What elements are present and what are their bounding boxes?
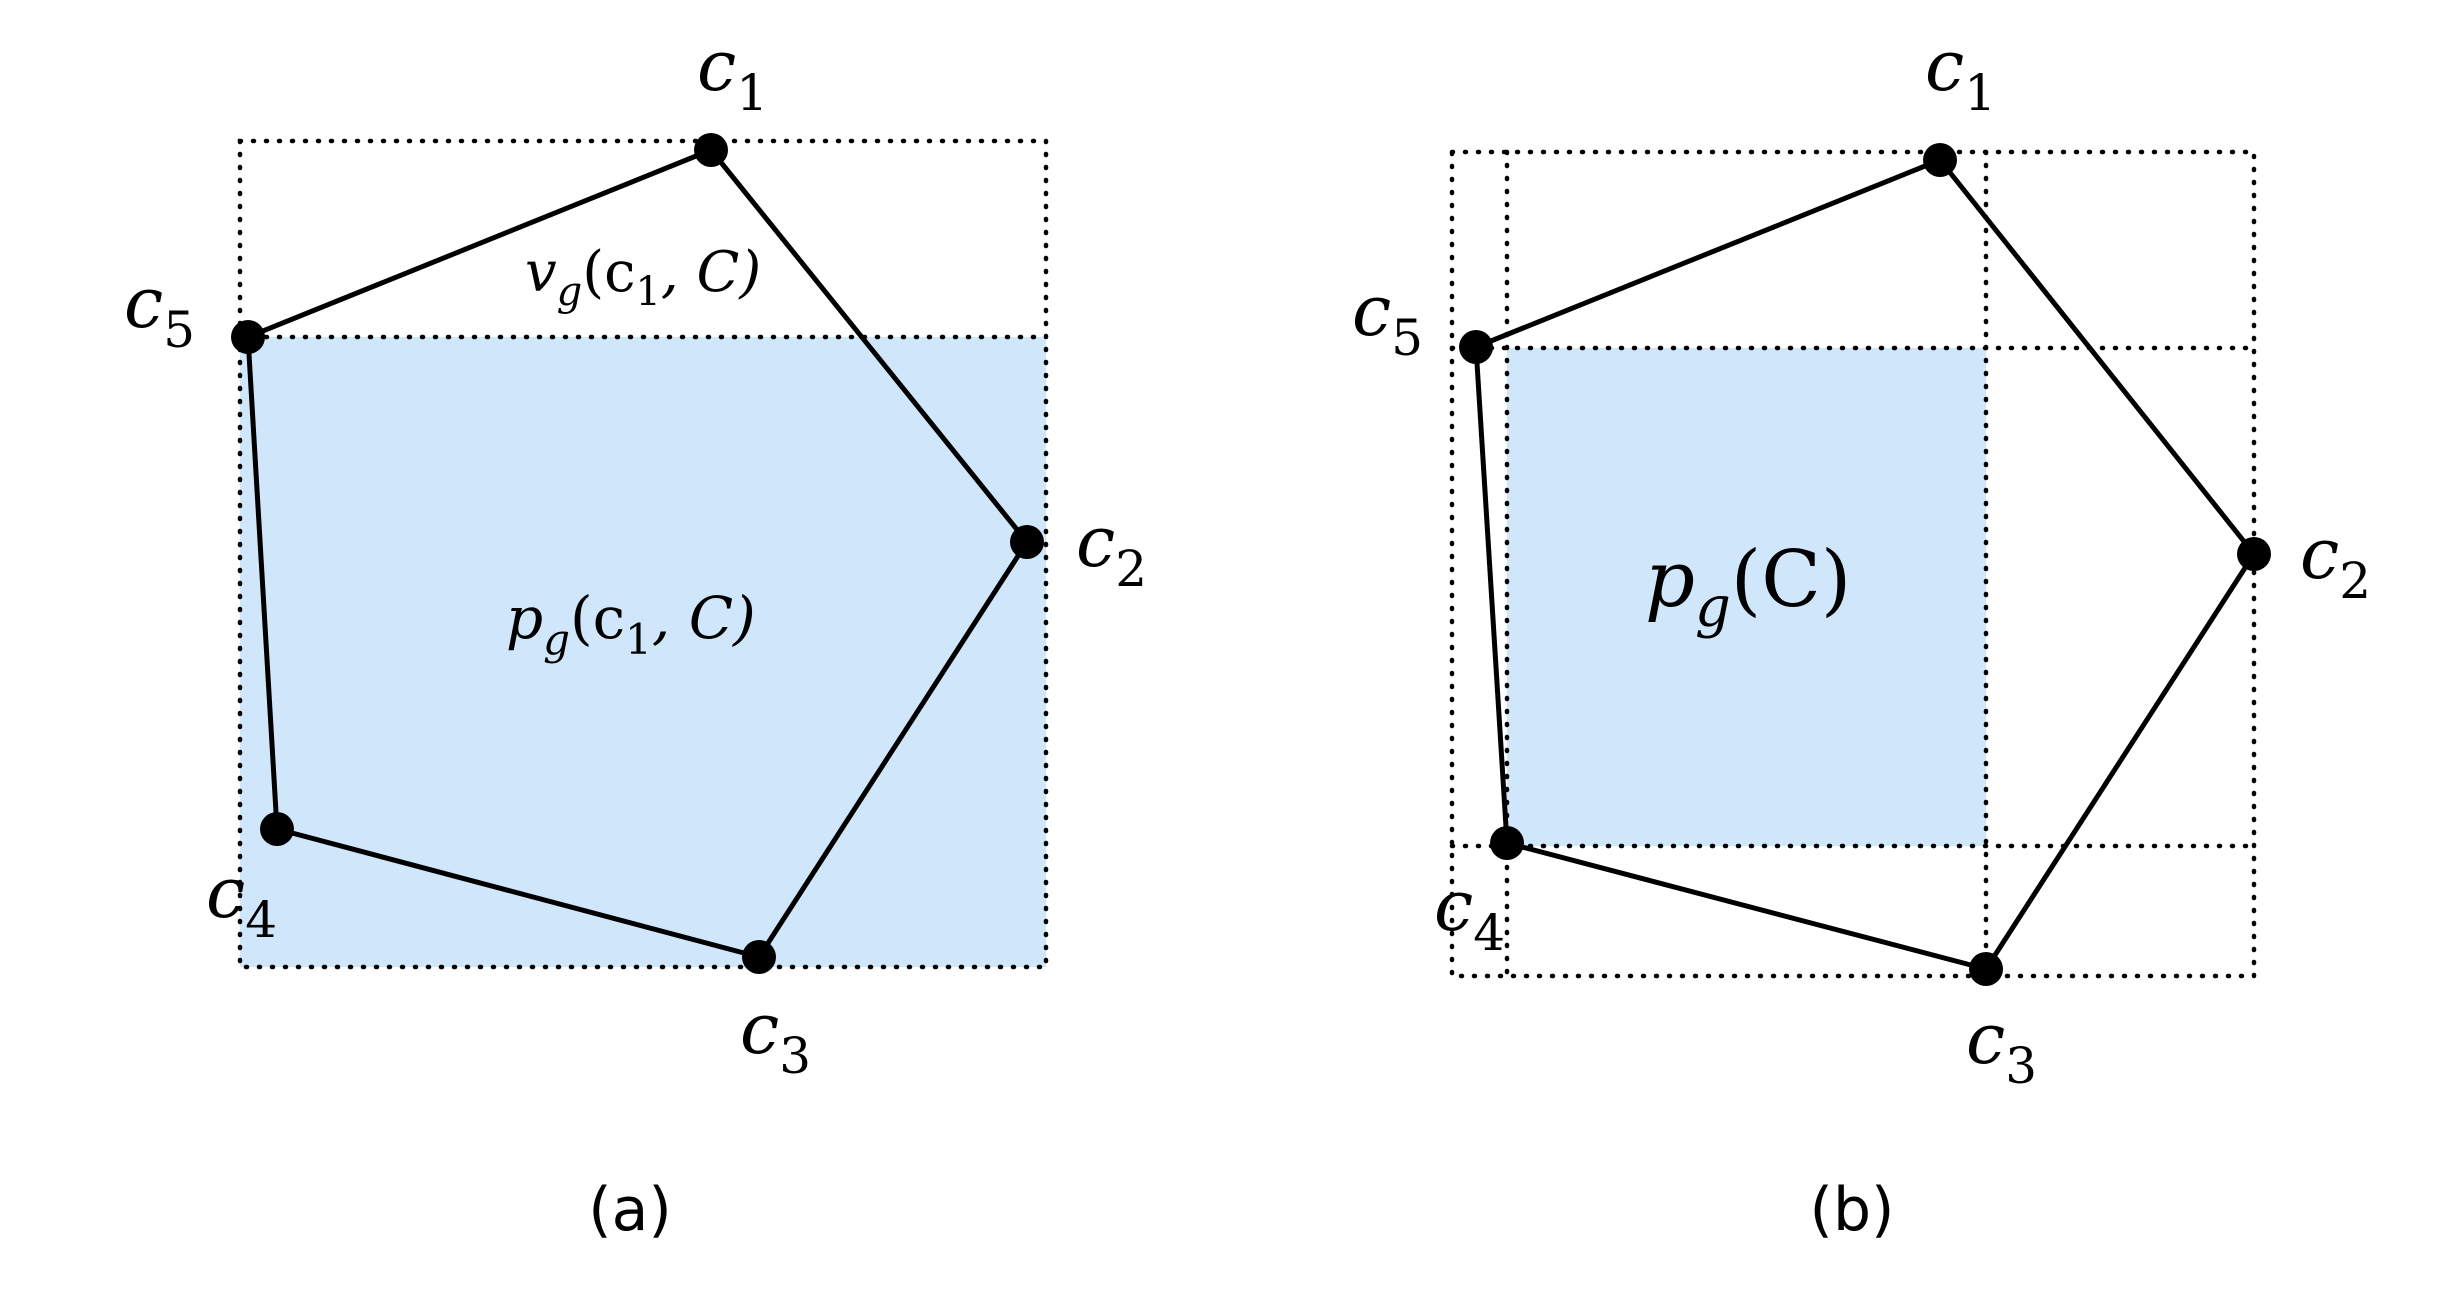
vertex-c5-b: [1459, 330, 1493, 364]
bounding-box-a: [237, 138, 1049, 970]
panel-a: c1 c2 c3 c4 c5 vg(c1, C) pg(c1, C) (a): [124, 25, 1147, 1245]
region-p-fill-a: [240, 337, 1046, 967]
vertex-c2-b: [2237, 537, 2271, 571]
polygon-a: [245, 147, 1030, 960]
label-c2-a: c2: [1076, 501, 1147, 598]
vertex-c5-a: [231, 320, 265, 354]
label-c5-b: c5: [1352, 270, 1423, 367]
region-p-fill-b: [1507, 348, 1986, 846]
label-c3-a: c3: [740, 988, 811, 1085]
panel-b: c1 c2 c3 c4 c5 pg(C) (b): [1352, 25, 2371, 1245]
label-c4-a: c4: [206, 852, 277, 949]
region-p-label-b: pg(C): [1645, 535, 1851, 640]
vertex-c4-b: [1490, 826, 1524, 860]
label-c4-b: c4: [1434, 865, 1505, 962]
region-v-label-a: vg(c1, C): [525, 240, 761, 315]
label-c1-a: c1: [697, 25, 768, 122]
label-c2-b: c2: [2300, 513, 2371, 610]
vertex-c3-a: [742, 940, 776, 974]
label-c3-b: c3: [1966, 998, 2037, 1095]
label-c1-b: c1: [1925, 25, 1996, 122]
vertex-c1-a: [694, 133, 728, 167]
vertex-c1-b: [1923, 143, 1957, 177]
vertex-c3-b: [1969, 952, 2003, 986]
caption-a: (a): [588, 1175, 672, 1245]
region-p-label-a: pg(c1, C): [506, 584, 756, 664]
polygon-b: [1473, 157, 2257, 972]
grid-outer-b: [1449, 149, 2257, 979]
label-c5-a: c5: [124, 262, 195, 359]
vertex-c4-a: [260, 812, 294, 846]
vertex-c2-a: [1010, 525, 1044, 559]
caption-b: (b): [1810, 1175, 1895, 1245]
